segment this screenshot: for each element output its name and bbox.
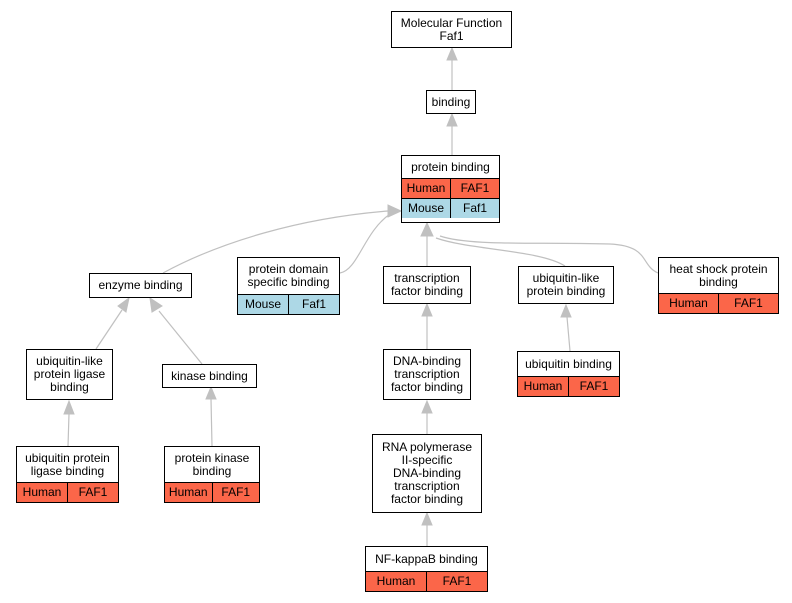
arrowhead-ubl-ligase	[63, 399, 75, 415]
species-label: Mouse	[407, 201, 445, 215]
species-label: Human	[669, 296, 708, 310]
annotation-row-human[interactable]: Human FAF1	[17, 482, 118, 502]
node-enzyme-binding-label: enzyme binding	[98, 278, 183, 292]
edge-ubi-ligase-to-ubl-ligase	[67, 413, 70, 447]
annotation-row-human[interactable]: Human FAF1	[366, 571, 487, 591]
gene-label: Faf1	[288, 295, 339, 314]
node-protein-binding-label: protein binding	[411, 159, 490, 174]
node-kinase-binding[interactable]: kinase binding	[162, 364, 257, 388]
node-transcription-factor-binding[interactable]: transcription factor binding	[383, 266, 471, 304]
node-nf-kappab-binding-label: NF-kappaB binding	[375, 551, 478, 566]
node-ubiquitin-like-protein-ligase-binding-label: ubiquitin-like protein ligase binding	[33, 354, 106, 394]
node-heat-shock-protein-binding-label: heat shock protein binding	[669, 261, 768, 289]
edge-ubl-binding-to-protein-binding	[435, 237, 566, 267]
node-root[interactable]: Molecular Function Faf1	[391, 11, 512, 48]
node-kinase-binding-label: kinase binding	[171, 368, 248, 383]
annotation-row-human[interactable]: Human FAF1	[402, 178, 499, 198]
annotation-row-human[interactable]: Human FAF1	[518, 376, 619, 396]
arrowhead-enzyme-binding-right	[149, 296, 163, 313]
node-dna-binding-tf-binding[interactable]: DNA-binding transcription factor binding	[383, 349, 471, 400]
node-enzyme-binding[interactable]: enzyme binding	[89, 273, 192, 298]
annotation-row-human[interactable]: Human FAF1	[659, 293, 778, 313]
node-ubiquitin-binding-label: ubiquitin binding	[525, 356, 612, 371]
node-nf-kappab-binding[interactable]: NF-kappaB binding Human FAF1	[365, 546, 488, 592]
node-protein-kinase-binding[interactable]: protein kinase binding Human FAF1	[164, 446, 260, 503]
gene-label: FAF1	[718, 294, 778, 313]
arrowhead-protein-binding-bottom	[420, 221, 434, 237]
arrowhead-ubl-binding	[560, 303, 572, 318]
arrowhead-kinase-binding	[205, 385, 217, 400]
node-ubiquitin-like-protein-binding[interactable]: ubiquitin-like protein binding	[518, 266, 614, 304]
node-ubiquitin-protein-ligase-binding-label: ubiquitin protein ligase binding	[25, 450, 110, 478]
node-dna-binding-tf-binding-label: DNA-binding transcription factor binding	[390, 354, 464, 394]
arrowhead-rna-pol	[421, 511, 433, 526]
arrowhead-binding	[446, 112, 458, 127]
arrowhead-tf-binding	[421, 302, 433, 317]
node-ubiquitin-like-protein-ligase-binding[interactable]: ubiquitin-like protein ligase binding	[26, 349, 113, 400]
node-heat-shock-protein-binding[interactable]: heat shock protein binding Human FAF1	[658, 257, 779, 314]
node-protein-domain-binding[interactable]: protein domain specific binding Mouse Fa…	[237, 257, 340, 315]
gene-label: FAF1	[211, 483, 260, 502]
edge-kinase-binding-to-enzyme-binding	[158, 310, 203, 365]
node-rna-polymerase-ii-tf-binding[interactable]: RNA polymerase II-specific DNA-binding t…	[372, 434, 482, 513]
node-root-label: Molecular Function Faf1	[400, 15, 503, 43]
annotation-row-human[interactable]: Human FAF1	[165, 482, 259, 502]
species-label: Human	[168, 485, 208, 499]
edge-protein-domain-to-protein-binding	[339, 213, 391, 274]
node-ubiquitin-binding[interactable]: ubiquitin binding Human FAF1	[517, 351, 620, 397]
node-transcription-factor-binding-label: transcription factor binding	[390, 271, 464, 298]
node-protein-domain-binding-label: protein domain specific binding	[247, 262, 330, 289]
node-ubiquitin-protein-ligase-binding[interactable]: ubiquitin protein ligase binding Human F…	[16, 446, 119, 503]
gene-label: Faf1	[450, 199, 499, 218]
species-label: Human	[523, 379, 563, 393]
node-binding-label: binding	[431, 94, 471, 109]
node-rna-polymerase-ii-tf-binding-label: RNA polymerase II-specific DNA-binding t…	[381, 440, 473, 506]
edge-ubl-ligase-to-enzyme-binding	[95, 309, 123, 350]
edge-protein-kinase-to-kinase-binding	[210, 398, 213, 447]
annotation-row-mouse[interactable]: Mouse Faf1	[402, 198, 499, 218]
arrowhead-root	[446, 46, 458, 61]
arrowhead-dna-tf	[421, 399, 433, 414]
species-label: Human	[406, 181, 446, 195]
node-protein-binding[interactable]: protein binding Human FAF1 Mouse Faf1	[401, 155, 500, 223]
node-protein-kinase-binding-label: protein kinase binding	[174, 450, 250, 478]
gene-label: FAF1	[450, 179, 499, 198]
gene-label: FAF1	[67, 483, 118, 502]
arrowhead-protein-binding-left	[387, 204, 403, 218]
species-label: Human	[22, 485, 62, 499]
edge-ubiquitin-binding-to-ubl-binding	[566, 316, 571, 352]
node-ubiquitin-like-protein-binding-label: ubiquitin-like protein binding	[526, 271, 606, 298]
species-label: Mouse	[244, 297, 282, 311]
gene-label: FAF1	[568, 377, 619, 396]
edge-enzyme-binding-to-protein-binding	[162, 210, 389, 274]
node-binding[interactable]: binding	[426, 90, 476, 114]
species-label: Human	[376, 574, 416, 588]
arrowhead-enzyme-binding-left	[117, 296, 130, 313]
gene-label: FAF1	[426, 572, 487, 591]
edge-hsp-binding-to-protein-binding	[439, 235, 659, 274]
annotation-row-mouse[interactable]: Mouse Faf1	[238, 294, 339, 314]
